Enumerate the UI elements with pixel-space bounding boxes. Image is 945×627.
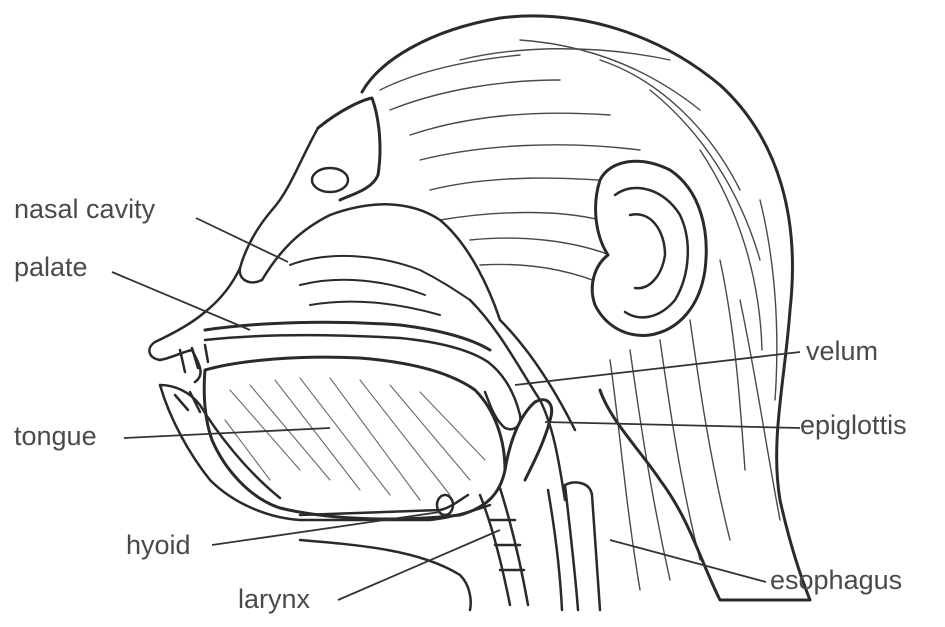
brow-ridge [318, 98, 380, 200]
hair [362, 16, 810, 600]
leader-nasal-cavity [196, 218, 288, 262]
leader-larynx [338, 530, 500, 600]
label-palate: palate [14, 254, 88, 281]
esophagus-outline [565, 482, 600, 610]
tongue-outline [204, 357, 505, 519]
hyoid-bone [300, 495, 468, 515]
lower-jaw [160, 385, 490, 520]
label-epiglottis: epiglottis [800, 412, 907, 439]
leader-tongue [124, 428, 330, 438]
leader-esophagus [610, 540, 766, 582]
label-esophagus: esophagus [770, 567, 902, 594]
leader-velum [515, 352, 800, 385]
larynx-outline [480, 495, 510, 605]
label-larynx: larynx [238, 586, 310, 613]
label-nasal-cavity: nasal cavity [14, 196, 155, 223]
leader-palate [112, 272, 250, 330]
ear [592, 161, 706, 335]
label-velum: velum [806, 338, 878, 365]
label-tongue: tongue [14, 423, 97, 450]
velum-outline [485, 362, 520, 429]
label-hyoid: hyoid [126, 532, 191, 559]
